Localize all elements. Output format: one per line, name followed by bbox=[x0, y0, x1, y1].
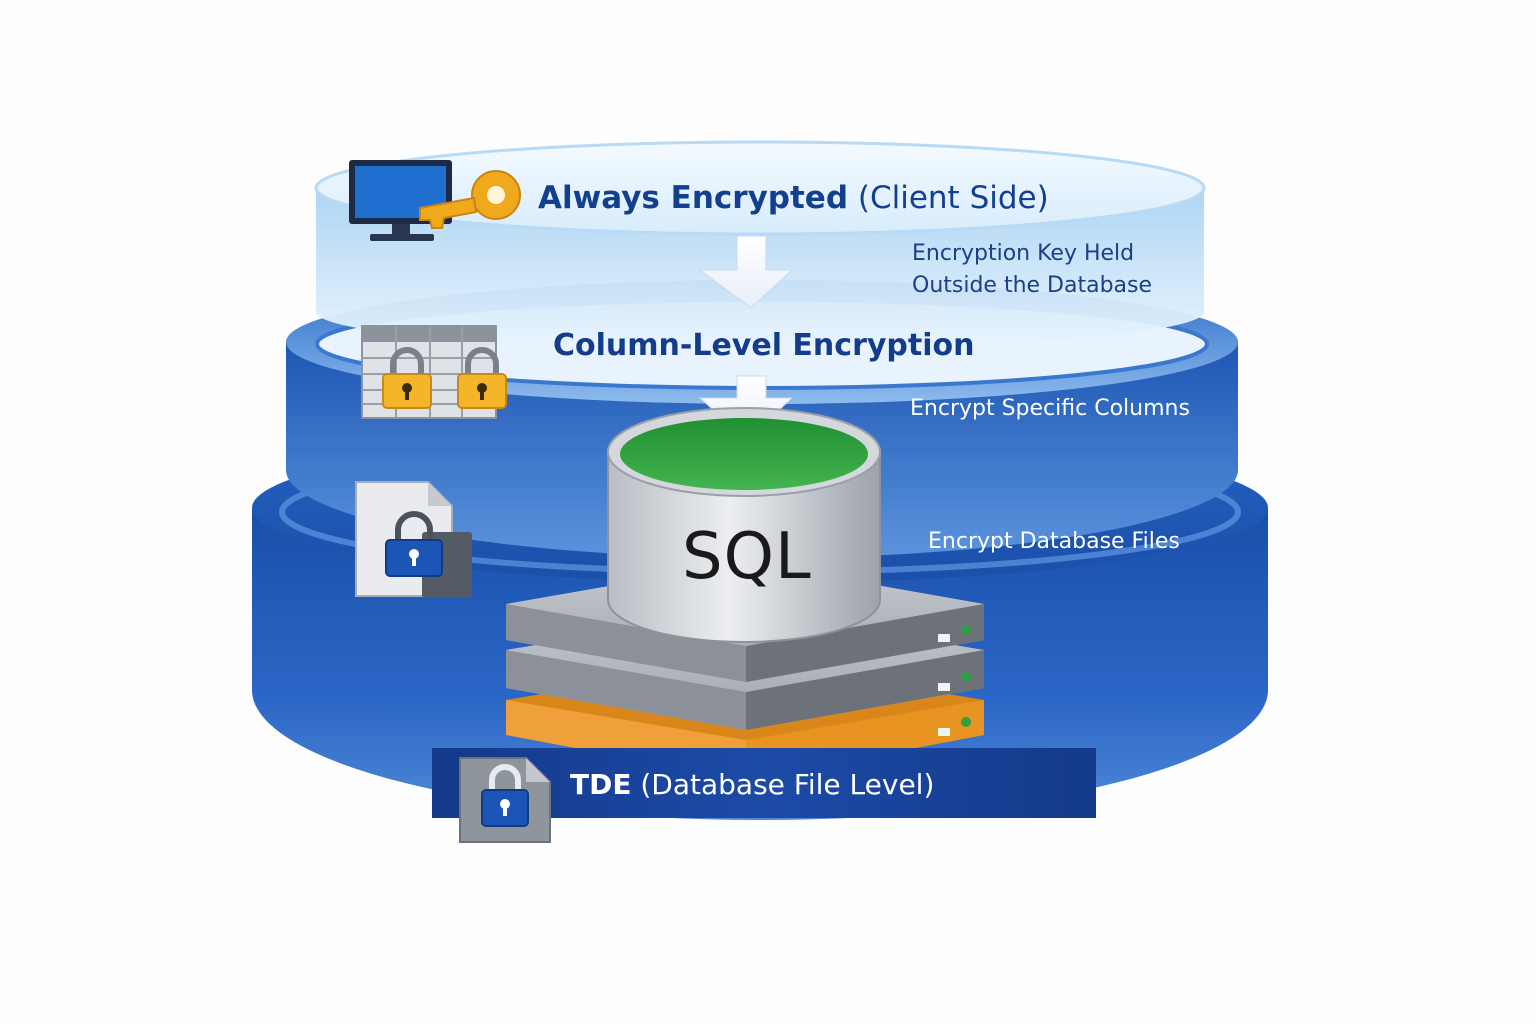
file-lock-icon bbox=[459, 757, 551, 843]
tde-description: Encrypt Database Files bbox=[928, 529, 1180, 554]
column-level-title: Column-Level Encryption bbox=[553, 328, 975, 363]
always-encrypted-description: Encryption Key Held Outside the Database bbox=[912, 238, 1152, 302]
key-held-line-1: Encryption Key Held bbox=[912, 241, 1135, 266]
key-icon bbox=[419, 170, 521, 229]
always-encrypted-title-bold: Always Encrypted bbox=[538, 180, 849, 216]
key-held-line-2: Outside the Database bbox=[912, 273, 1153, 298]
table-lock-icon bbox=[361, 325, 507, 419]
column-level-description: Encrypt Specific Columns bbox=[910, 396, 1190, 421]
lock-icon bbox=[457, 347, 507, 409]
tde-banner-bold: TDE bbox=[570, 768, 632, 801]
always-encrypted-title: Always Encrypted (Client Side) bbox=[538, 180, 1049, 216]
tde-banner-sub: (Database File Level) bbox=[640, 768, 935, 801]
tde-banner-title: TDE (Database File Level) bbox=[570, 768, 934, 801]
database-cylinder-icon bbox=[607, 407, 881, 643]
always-encrypted-title-sub: (Client Side) bbox=[857, 180, 1049, 216]
lock-icon bbox=[382, 347, 432, 409]
database-label: SQL bbox=[682, 520, 812, 594]
arrow-down-icon bbox=[698, 235, 794, 309]
file-lock-icon bbox=[355, 481, 472, 598]
